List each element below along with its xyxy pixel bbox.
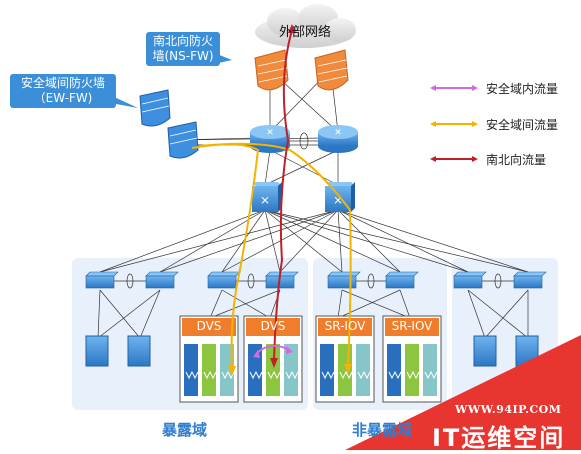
external-network-cloud	[255, 4, 356, 48]
svg-text:⨯: ⨯	[260, 193, 270, 207]
legend-swatch	[428, 154, 480, 164]
server-type-label: SR-IOV	[324, 319, 366, 333]
legend-label: 安全域内流量	[486, 81, 559, 96]
legend-swatch	[428, 119, 480, 129]
watermark-url: WWW.94IP.COM	[455, 403, 562, 416]
ew-fw-callout: 安全域间防火墙（EW-FW)	[10, 74, 116, 108]
ns-fw-callout: 南北向防火墙(NS-FW)	[146, 32, 220, 66]
legend-item-intra: 安全域内流量	[428, 79, 558, 97]
physical-server-icon	[85, 335, 539, 367]
legend-item-ns: 南北向流量	[428, 150, 546, 168]
svg-text:⨯: ⨯	[333, 193, 343, 207]
core-router-icon: ✕ ✕	[250, 125, 358, 153]
aggregation-switch-icon: ⨯ ⨯	[252, 182, 355, 212]
flow-arrowheads	[228, 24, 352, 376]
external-network-label: 外部网络	[278, 25, 331, 40]
server-type-label: SR-IOV	[391, 319, 433, 333]
server-type-label: DVS	[196, 319, 222, 333]
legend-label: 南北向流量	[486, 152, 547, 167]
ew-firewall-icon	[139, 89, 199, 159]
legend-swatch	[428, 83, 480, 93]
exposed-zone-label: 暴露域	[162, 421, 208, 439]
nonexposed-zone-label: 非暴露域	[352, 421, 413, 439]
vm-icon	[184, 344, 438, 396]
access-switch-icon	[85, 271, 547, 289]
legend-label: 安全域间流量	[486, 117, 559, 132]
svg-text:✕: ✕	[266, 128, 274, 138]
watermark-name: IT运维空间	[432, 424, 566, 452]
svg-text:✕: ✕	[334, 128, 342, 138]
ns-firewall-icon	[254, 49, 349, 91]
legend-item-inter: 安全域间流量	[428, 115, 558, 133]
ew-callout-pointer	[112, 96, 138, 108]
server-type-label: DVS	[260, 319, 286, 333]
watermark-triangle	[345, 335, 581, 450]
